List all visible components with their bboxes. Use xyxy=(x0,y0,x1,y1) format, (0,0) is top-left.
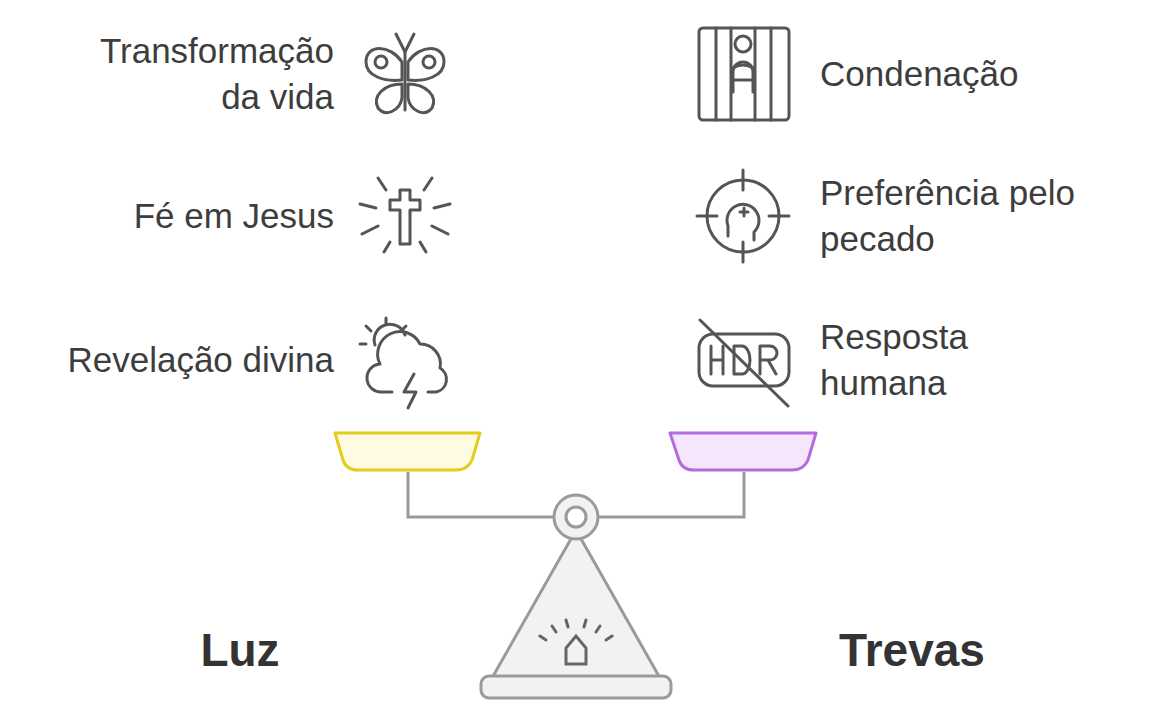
hdr-off-icon xyxy=(699,320,789,406)
light-item: Transformação da vida xyxy=(54,28,334,120)
cross-icon xyxy=(360,178,450,252)
right-pan xyxy=(670,433,816,470)
side-title: Trevas xyxy=(839,623,985,677)
balance-scale xyxy=(335,433,816,698)
dark-item: Resposta humana xyxy=(820,314,1100,406)
light-item: Fé em Jesus xyxy=(54,193,334,239)
light-item: Revelação divina xyxy=(54,337,334,383)
weather-icon xyxy=(360,318,446,408)
butterfly-icon xyxy=(366,34,444,113)
jail-icon xyxy=(699,28,789,120)
side-title: Luz xyxy=(200,623,279,677)
dark-item: Preferência pelo pecado xyxy=(820,170,1100,262)
left-pan xyxy=(335,433,480,470)
target-head-icon xyxy=(697,170,789,262)
dark-item: Condenação xyxy=(820,51,1100,97)
